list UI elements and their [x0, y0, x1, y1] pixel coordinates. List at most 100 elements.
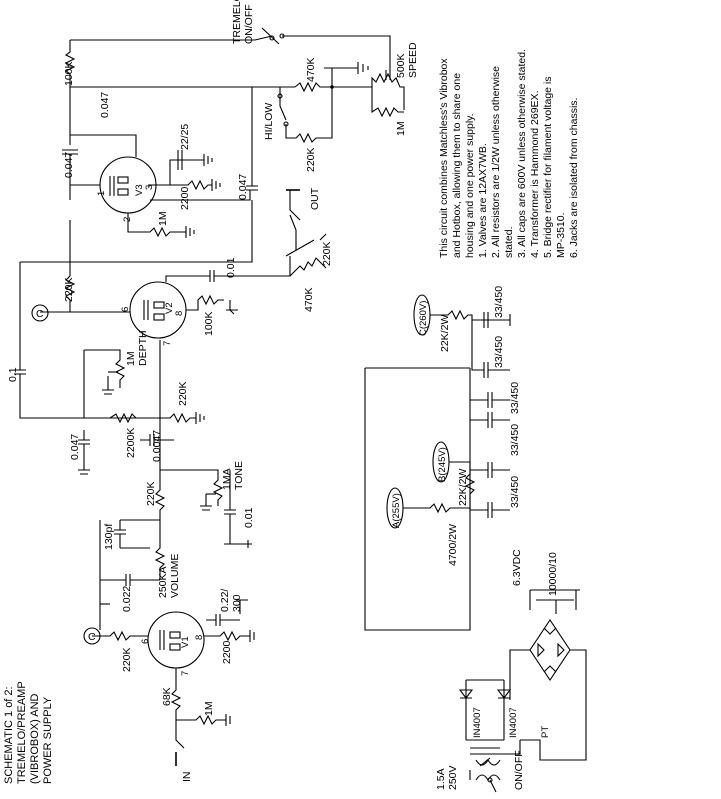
label-2200k: 2200K	[125, 428, 137, 458]
title-line-3: (VIBROBOX) AND	[29, 693, 41, 784]
label-100k-v2: 100K	[203, 311, 215, 336]
label-2200-v1: 2200	[221, 640, 233, 664]
label-22k-b: 22K/2W	[457, 469, 469, 506]
label-pin8-v1: 8	[194, 635, 205, 640]
title-line-4: POWER SUPPLY	[42, 696, 54, 784]
note-line-3: housing and one power supply.	[464, 113, 476, 258]
note-line-4: 1. Valves are 12AX7WB.	[477, 143, 489, 258]
label-cap33-e: 33/450	[509, 476, 521, 508]
label-pin6-v2: 6	[120, 307, 131, 312]
note-line-7: 3. All caps are 600V unless otherwise st…	[516, 49, 528, 258]
note-line-1: This circuit combines Matchless's Vibrob…	[438, 58, 450, 258]
note-line-8: 4. Transformer is Hammond 269EX.	[529, 91, 541, 258]
label-pin7-v1: 7	[180, 671, 191, 676]
label-047-a: 0.047	[99, 92, 111, 118]
note-line-9: 5. Bridge rectifier for filament voltage…	[542, 77, 554, 259]
label-pin8-v2: 8	[174, 311, 185, 316]
power-supply	[364, 294, 587, 793]
label-pin1-v3: 1	[96, 191, 107, 196]
schematic-title: SCHEMATIC 1 of 2: TREMELO/PREAMP (VIBROB…	[3, 682, 54, 785]
label-22k-a: 22K/2W	[439, 315, 451, 352]
label-047-b: 0.047	[63, 152, 75, 178]
svg-text:1MDEPTH: 1MDEPTH	[125, 330, 149, 366]
svg-text:250KAVOLUME: 250KAVOLUME	[157, 554, 181, 598]
label-fuse-1: 1.5A	[435, 768, 447, 790]
label-220k-mid: 220K	[177, 381, 189, 406]
label-hilow: HI/LOW	[263, 103, 275, 140]
label-tone-2: TONE	[233, 461, 245, 490]
label-4700: 4700/2W	[447, 524, 459, 566]
label-10000: 10000/10	[547, 552, 559, 596]
label-0047: 0.0047	[151, 430, 163, 462]
label-22-300-2: 300	[231, 594, 243, 612]
label-v3: V3	[134, 184, 145, 196]
label-pin7-v2: 7	[162, 341, 173, 346]
label-c-node-top: C	[36, 308, 44, 320]
svg-text:This circuit combines Matchles: This circuit combines Matchless's Vibrob…	[438, 46, 580, 258]
notes-block: This circuit combines Matchless's Vibrob…	[438, 46, 580, 258]
svg-text:TREMELOON/OFF: TREMELOON/OFF	[231, 0, 255, 44]
label-100k-top: 100K	[63, 61, 75, 86]
label-tone-1: 1MA	[221, 468, 233, 490]
label-node-c: C(260V)	[418, 301, 429, 336]
label-470k-out: 470K	[303, 287, 315, 312]
label-cap33-d: 33/450	[509, 424, 521, 456]
svg-text:0.22/300: 0.22/300	[219, 589, 243, 612]
label-68k: 68K	[161, 687, 173, 706]
label-1m-in: 1M	[203, 701, 215, 716]
label-v1: V1	[180, 636, 191, 648]
label-63vdc: 6.3VDC	[511, 549, 523, 586]
label-cap33-c: 33/450	[509, 382, 521, 414]
label-node-b: B(245V)	[437, 447, 448, 482]
label-001-b: 0.01	[243, 507, 255, 528]
label-v2: V2	[164, 302, 175, 314]
svg-text:1.5A250V: 1.5A250V	[435, 765, 459, 790]
svg-text:500KSPEED: 500KSPEED	[395, 42, 419, 78]
label-220k-out: 220K	[321, 241, 333, 266]
label-01: 0.1	[7, 367, 19, 382]
note-line-2: and Hotbox, allowing them to share one	[451, 73, 463, 258]
label-220k-hilow: 220K	[305, 147, 317, 172]
label-diode-2: IN4007	[508, 707, 519, 738]
label-130pf: 130pf	[103, 524, 115, 550]
tone-volume-network	[99, 434, 252, 630]
label-pin3-v3: 3	[144, 185, 155, 190]
component-labels: TREMELOON/OFF 100K 0.047 470K 500KSPEED …	[7, 0, 559, 790]
label-in: IN	[181, 772, 193, 783]
title-line-2: TREMELO/PREAMP	[16, 682, 28, 785]
label-pin2-v3: 2	[122, 217, 133, 222]
note-line-5: 2. All resistors are 1/2W unless otherwi…	[490, 66, 502, 258]
tremolo-bus	[14, 261, 205, 475]
label-out: OUT	[309, 187, 321, 210]
label-speed-2: SPEED	[407, 42, 419, 78]
svg-text:1MATONE: 1MATONE	[221, 461, 245, 490]
label-1m-v3: 1M	[157, 211, 169, 226]
label-047-c: 0.047	[237, 174, 249, 200]
label-node-a: A(255V)	[391, 493, 402, 528]
label-047-d: 0.047	[69, 434, 81, 460]
label-pin6-v1: 6	[140, 639, 151, 644]
label-depth-2: DEPTH	[137, 330, 149, 366]
tube-v2	[31, 220, 327, 339]
label-022: 0.022	[121, 586, 133, 612]
tube-v3	[70, 87, 258, 250]
label-220k-tone: 220K	[145, 481, 157, 506]
label-2200-v3: 2200	[179, 186, 191, 210]
label-001-a: 0.01	[225, 257, 237, 278]
label-tremelo-switch-1: TREMELO	[231, 0, 243, 44]
note-line-10: MP-3510.	[555, 212, 567, 258]
tube-v1	[83, 599, 255, 766]
label-volume-1: 250KA	[157, 566, 169, 598]
out-jack	[286, 189, 301, 250]
label-cap33-a: 33/450	[493, 286, 505, 318]
label-220k-v2: 220K	[63, 277, 75, 302]
label-22-300-1: 0.22/	[219, 589, 231, 612]
label-speed-1: 500K	[395, 53, 407, 78]
label-22-25: 22/25	[179, 124, 191, 150]
title-line-1: SCHEMATIC 1 of 2:	[3, 686, 15, 784]
label-cap33-b: 33/450	[493, 336, 505, 368]
label-220k-v1: 220K	[121, 647, 133, 672]
label-pt: PT	[540, 726, 551, 738]
note-line-11: 6. Jacks are isolated from chassis.	[568, 98, 580, 258]
